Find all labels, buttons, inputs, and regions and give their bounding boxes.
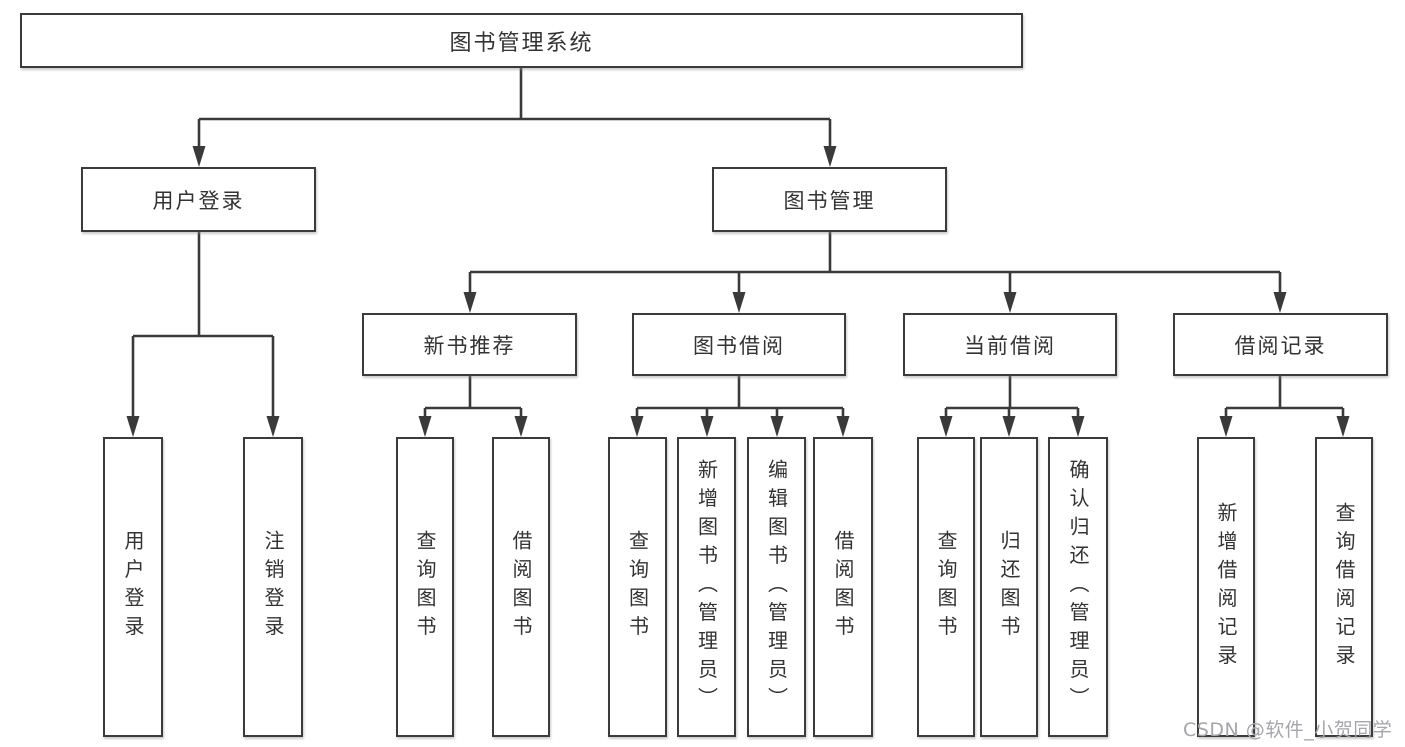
leaf-query-books-current-label: 查询图书 [934, 530, 958, 644]
leaf-confirm-return-admin-label: 确认归还（管理员） [1066, 458, 1090, 716]
leaf-query-books-borrowing-label: 查询图书 [625, 530, 650, 644]
leaf-add-books-admin-label: 新增图书（管理员） [694, 458, 719, 716]
node-book-management-label: 图书管理 [783, 188, 876, 213]
node-root: 图书管理系统 [20, 13, 1023, 68]
node-user-login-label: 用户登录 [152, 188, 245, 213]
leaf-query-books-current: 查询图书 [917, 437, 975, 737]
leaf-add-borrow-record: 新增借阅记录 [1197, 437, 1255, 737]
leaf-confirm-return-admin: 确认归还（管理员） [1048, 437, 1108, 737]
node-borrowing-records-label: 借阅记录 [1234, 333, 1327, 358]
leaf-query-borrow-record: 查询借阅记录 [1315, 437, 1373, 737]
node-current-borrowing-label: 当前借阅 [964, 333, 1056, 358]
csdn-watermark: CSDN @软件_小贺同学 [1183, 719, 1393, 741]
node-book-borrowing: 图书借阅 [632, 313, 846, 376]
leaf-user-login: 用户登录 [103, 437, 163, 737]
node-user-login: 用户登录 [81, 167, 316, 232]
leaf-add-books-admin: 新增图书（管理员） [677, 437, 736, 737]
leaf-borrow-books-borrowing-label: 借阅图书 [831, 530, 855, 644]
node-borrowing-records: 借阅记录 [1173, 313, 1388, 376]
leaf-borrow-books-recommend-label: 借阅图书 [509, 530, 533, 644]
leaf-add-borrow-record-label: 新增借阅记录 [1214, 501, 1238, 673]
leaf-borrow-books-recommend: 借阅图书 [492, 437, 550, 737]
leaf-return-books: 归还图书 [980, 437, 1038, 737]
leaf-logout: 注销登录 [243, 437, 303, 737]
node-book-borrowing-label: 图书借阅 [693, 333, 785, 358]
leaf-logout-label: 注销登录 [261, 530, 285, 644]
node-new-book-recommend-label: 新书推荐 [423, 333, 516, 358]
leaf-return-books-label: 归还图书 [997, 530, 1021, 644]
leaf-user-login-label: 用户登录 [121, 530, 145, 644]
arrowheads [126, 146, 1350, 437]
node-current-borrowing: 当前借阅 [903, 313, 1117, 376]
leaf-query-books-recommend: 查询图书 [396, 437, 454, 737]
leaf-borrow-books-borrowing: 借阅图书 [813, 437, 873, 737]
leaf-edit-books-admin: 编辑图书（管理员） [747, 437, 806, 737]
leaf-query-books-recommend-label: 查询图书 [413, 530, 437, 644]
leaf-edit-books-admin-label: 编辑图书（管理员） [764, 458, 789, 716]
leaf-query-borrow-record-label: 查询借阅记录 [1332, 501, 1356, 673]
node-new-book-recommend: 新书推荐 [362, 313, 577, 376]
leaf-query-books-borrowing: 查询图书 [608, 437, 667, 737]
node-book-management: 图书管理 [712, 167, 947, 232]
node-root-label: 图书管理系统 [449, 30, 594, 56]
